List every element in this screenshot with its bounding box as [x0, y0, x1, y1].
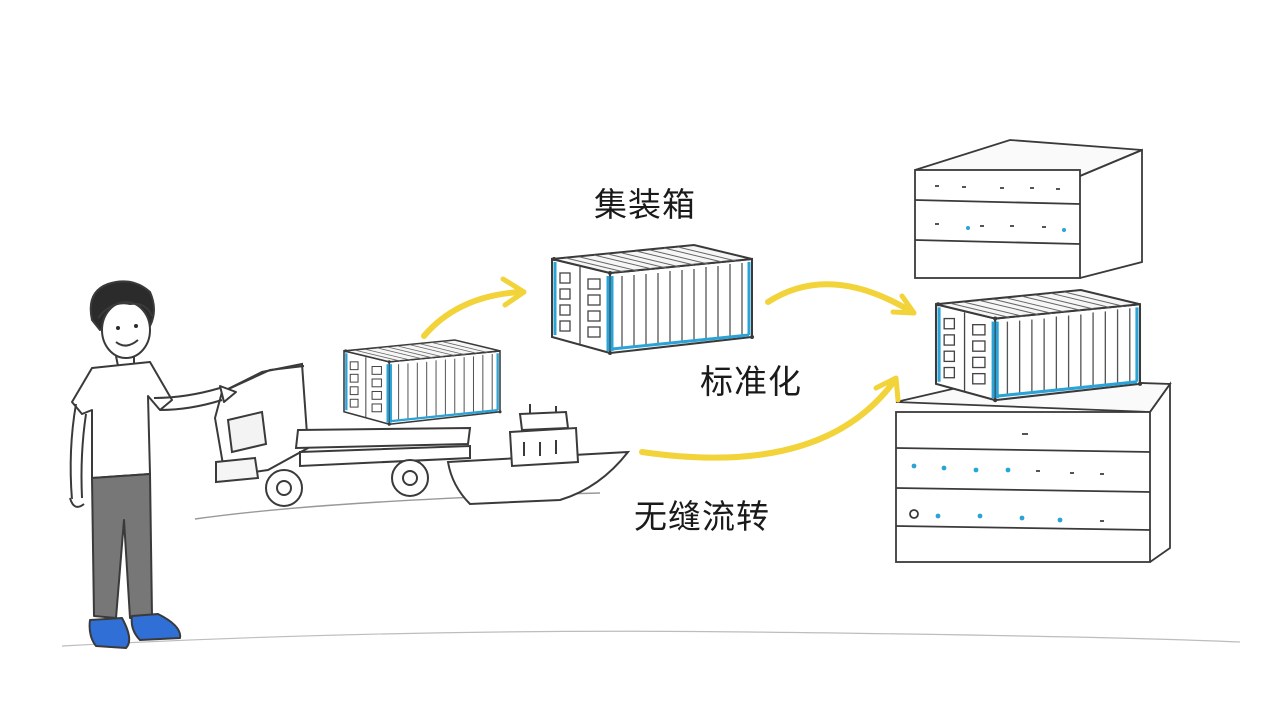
container-truck-icon: [342, 338, 503, 427]
container-center-icon: [550, 243, 756, 357]
label-standardized: 标准化: [700, 362, 802, 401]
label-container: 集装箱: [594, 185, 696, 224]
truck-icon: [213, 362, 472, 507]
ground-line: [61, 630, 1241, 647]
server-rack-top-icon: [914, 139, 1143, 279]
ship-icon: [446, 404, 631, 506]
label-seamless: 无缝流转: [634, 497, 770, 536]
arrow-icon: [421, 276, 917, 461]
person-icon: [69, 280, 237, 649]
server-rack-bottom-icon: [895, 377, 1172, 563]
container-stacked-icon: [934, 288, 1144, 404]
